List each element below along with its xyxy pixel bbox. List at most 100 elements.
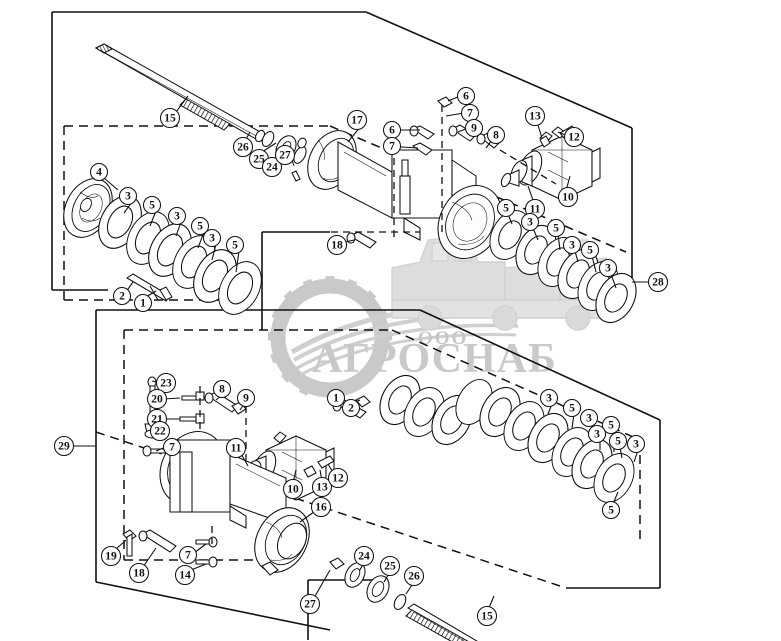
callout-bubble[interactable] — [162, 437, 182, 457]
callout-3[interactable]: 3 — [539, 388, 559, 408]
callout-7[interactable]: 7 — [178, 545, 198, 565]
callout-bubble[interactable] — [89, 162, 109, 182]
callout-bubble[interactable] — [579, 408, 599, 428]
callout-13[interactable]: 13 — [311, 476, 333, 498]
callout-bubble[interactable] — [326, 388, 346, 408]
callout-8[interactable]: 8 — [212, 379, 232, 399]
callout-17[interactable]: 17 — [346, 109, 368, 131]
callout-7[interactable]: 7 — [162, 437, 182, 457]
callout-bubble[interactable] — [563, 126, 585, 148]
callout-bubble[interactable] — [379, 555, 401, 577]
callout-bubble[interactable] — [142, 195, 162, 215]
callout-bubble[interactable] — [562, 235, 582, 255]
callout-bubble[interactable] — [225, 235, 245, 255]
callout-15[interactable]: 15 — [476, 605, 498, 627]
callout-bubble[interactable] — [403, 565, 425, 587]
callout-bubble[interactable] — [587, 424, 607, 444]
callout-11[interactable]: 11 — [225, 437, 247, 459]
callout-23[interactable]: 23 — [155, 372, 177, 394]
callout-27[interactable]: 27 — [274, 144, 296, 166]
callout-bubble[interactable] — [53, 435, 75, 457]
callout-bubble[interactable] — [346, 109, 368, 131]
callout-2[interactable]: 2 — [112, 286, 132, 306]
callout-9[interactable]: 9 — [464, 118, 484, 138]
callout-27[interactable]: 27 — [299, 593, 321, 615]
callout-bubble[interactable] — [341, 398, 361, 418]
callout-bubble[interactable] — [546, 218, 566, 238]
callout-bubble[interactable] — [524, 105, 546, 127]
callout-29[interactable]: 29 — [53, 435, 75, 457]
callout-bubble[interactable] — [608, 431, 628, 451]
callout-8[interactable]: 8 — [486, 125, 506, 145]
callout-18[interactable]: 18 — [128, 562, 150, 584]
callout-bubble[interactable] — [601, 415, 621, 435]
callout-3[interactable]: 3 — [598, 258, 618, 278]
callout-bubble[interactable] — [167, 206, 187, 226]
callout-3[interactable]: 3 — [202, 228, 222, 248]
callout-bubble[interactable] — [598, 258, 618, 278]
callout-bubble[interactable] — [155, 372, 177, 394]
callout-3[interactable]: 3 — [118, 186, 138, 206]
callout-5[interactable]: 5 — [496, 198, 516, 218]
callout-bubble[interactable] — [202, 228, 222, 248]
callout-5[interactable]: 5 — [601, 415, 621, 435]
callout-7[interactable]: 7 — [382, 136, 402, 156]
callout-bubble[interactable] — [236, 388, 256, 408]
callout-3[interactable]: 3 — [562, 235, 582, 255]
callout-2[interactable]: 2 — [341, 398, 361, 418]
callout-28[interactable]: 28 — [647, 271, 669, 293]
callout-bubble[interactable] — [464, 118, 484, 138]
callout-bubble[interactable] — [539, 388, 559, 408]
callout-bubble[interactable] — [310, 496, 332, 518]
callout-12[interactable]: 12 — [327, 467, 349, 489]
callout-bubble[interactable] — [382, 136, 402, 156]
callout-bubble[interactable] — [282, 478, 304, 500]
callout-5[interactable]: 5 — [562, 398, 582, 418]
callout-5[interactable]: 5 — [608, 431, 628, 451]
callout-3[interactable]: 3 — [626, 434, 646, 454]
callout-5[interactable]: 5 — [546, 218, 566, 238]
callout-bubble[interactable] — [601, 500, 621, 520]
callout-4[interactable]: 4 — [89, 162, 109, 182]
callout-bubble[interactable] — [274, 144, 296, 166]
callout-bubble[interactable] — [261, 156, 283, 178]
callout-18[interactable]: 18 — [326, 234, 348, 256]
callout-5[interactable]: 5 — [142, 195, 162, 215]
callout-12[interactable]: 12 — [563, 126, 585, 148]
callout-3[interactable]: 3 — [579, 408, 599, 428]
callout-10[interactable]: 10 — [282, 478, 304, 500]
callout-bubble[interactable] — [456, 86, 476, 106]
callout-19[interactable]: 19 — [100, 545, 122, 567]
callout-bubble[interactable] — [647, 271, 669, 293]
callout-bubble[interactable] — [562, 398, 582, 418]
callout-22[interactable]: 22 — [149, 420, 171, 442]
callout-bubble[interactable] — [174, 564, 196, 586]
callout-bubble[interactable] — [212, 379, 232, 399]
callout-5[interactable]: 5 — [225, 235, 245, 255]
callout-5[interactable]: 5 — [601, 500, 621, 520]
callout-bubble[interactable] — [178, 545, 198, 565]
callout-bubble[interactable] — [326, 234, 348, 256]
callout-14[interactable]: 14 — [174, 564, 196, 586]
callout-bubble[interactable] — [232, 136, 254, 158]
callout-13[interactable]: 13 — [524, 105, 546, 127]
callout-26[interactable]: 26 — [232, 136, 254, 158]
callout-20[interactable]: 20 — [146, 388, 168, 410]
callout-bubble[interactable] — [557, 186, 579, 208]
callout-bubble[interactable] — [133, 293, 153, 313]
callout-bubble[interactable] — [159, 107, 181, 129]
callout-bubble[interactable] — [146, 388, 168, 410]
callout-15[interactable]: 15 — [159, 107, 181, 129]
callout-7[interactable]: 7 — [460, 103, 480, 123]
callout-1[interactable]: 1 — [326, 388, 346, 408]
callout-bubble[interactable] — [520, 212, 540, 232]
callout-bubble[interactable] — [118, 186, 138, 206]
callout-1[interactable]: 1 — [133, 293, 153, 313]
callout-bubble[interactable] — [128, 562, 150, 584]
callout-bubble[interactable] — [225, 437, 247, 459]
callout-bubble[interactable] — [626, 434, 646, 454]
callout-bubble[interactable] — [311, 476, 333, 498]
callout-16[interactable]: 16 — [310, 496, 332, 518]
callout-5[interactable]: 5 — [190, 216, 210, 236]
